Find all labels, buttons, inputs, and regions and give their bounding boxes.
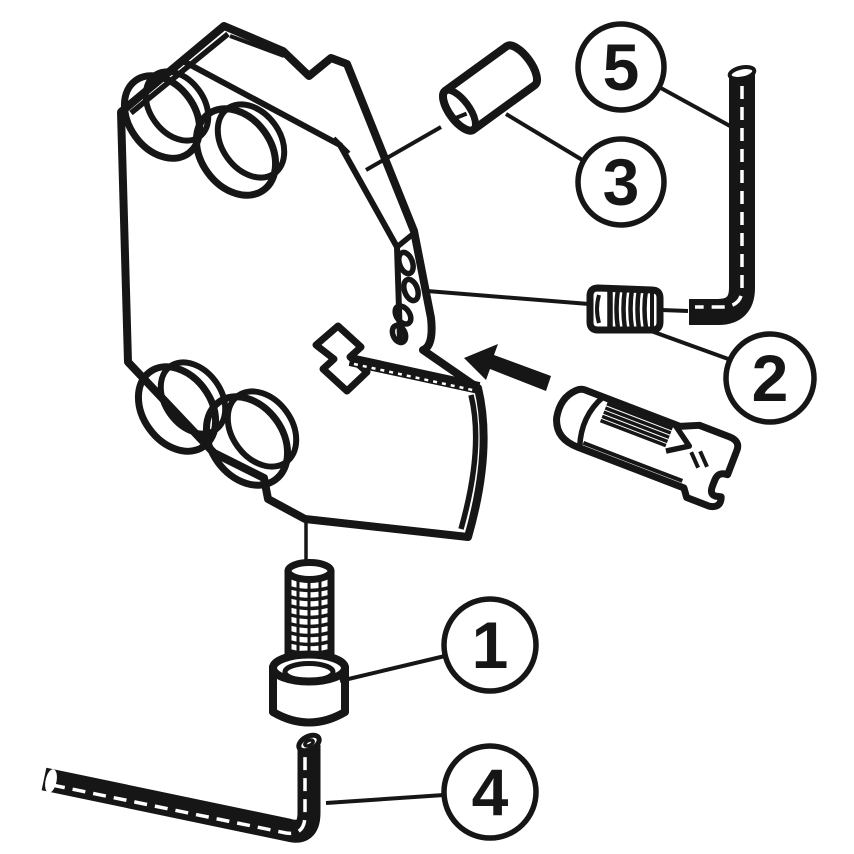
callout-1-number: 1 xyxy=(472,608,509,682)
callout-3-number: 3 xyxy=(603,145,640,219)
callout-4-circle xyxy=(441,743,539,841)
insert-bottom-line xyxy=(582,441,684,483)
blade-tip-notch xyxy=(332,136,351,155)
cutting-insert xyxy=(553,385,742,511)
blade-screw-slots xyxy=(389,249,421,346)
callout-2: 2 xyxy=(723,331,817,425)
clamp-screw-threads xyxy=(290,580,329,658)
callout-5-number: 5 xyxy=(603,30,640,104)
insert-chevron xyxy=(665,424,693,454)
body-holes-bottom xyxy=(134,359,300,489)
set-screw-assembly-line-right xyxy=(660,308,689,313)
hex-key-upper-end-face xyxy=(727,65,757,81)
plate-right-edge-inner xyxy=(458,394,479,530)
set-screw-assembly-line-left xyxy=(426,289,590,306)
set-screw-threads xyxy=(614,288,654,330)
callout-2-circle xyxy=(723,331,817,425)
clamp-screw-head-top xyxy=(269,650,349,686)
hex-key-lower-shaft xyxy=(41,745,321,843)
insertion-arrow xyxy=(464,344,551,391)
insert-left-lobe-line xyxy=(576,394,606,448)
callout-4-number: 4 xyxy=(472,755,509,829)
callout-5-circle xyxy=(575,21,667,113)
hex-key-lower-end-face-left xyxy=(45,769,57,793)
callout-4: 4 xyxy=(441,743,539,841)
hex-key-upper xyxy=(689,65,757,325)
hex-key-upper-shaft xyxy=(689,73,755,325)
leader-3 xyxy=(504,112,586,163)
hex-key-lower xyxy=(41,732,322,843)
body-holes-top xyxy=(120,68,288,199)
callout-1: 1 xyxy=(441,596,539,694)
set-screw-cap-arc xyxy=(595,294,601,324)
blade-top-face-line xyxy=(395,231,415,250)
leader-1 xyxy=(339,654,446,683)
pin-end-tick xyxy=(454,111,468,121)
hex-key-upper-highlight xyxy=(695,86,744,309)
set-screw xyxy=(426,284,689,334)
leader-lines xyxy=(325,85,732,805)
body-outline xyxy=(117,22,488,541)
leader-4 xyxy=(325,793,445,805)
hex-key-lower-end-inner xyxy=(303,738,315,748)
leader-2 xyxy=(650,329,732,362)
insert-outline xyxy=(553,385,742,511)
clamp-finger xyxy=(312,322,371,395)
plate-top-band xyxy=(348,354,481,394)
callout-3: 3 xyxy=(575,136,667,228)
callout-3-circle xyxy=(575,136,667,228)
plate-top-band-highlight xyxy=(353,362,478,393)
pin-end-face xyxy=(439,86,480,135)
clamp-screw-shank-top xyxy=(284,559,335,583)
insert-tick-2 xyxy=(698,450,709,468)
callout-2-number: 2 xyxy=(752,341,789,415)
hex-key-lower-highlight xyxy=(51,752,307,836)
callout-1-circle xyxy=(441,596,539,694)
clamp-screw-socket xyxy=(282,661,336,683)
locating-pin xyxy=(439,41,541,135)
insert-tick-1 xyxy=(689,451,700,469)
leader-5 xyxy=(658,85,731,128)
body-top-band-line xyxy=(229,34,285,58)
pin-assembly-line xyxy=(365,125,442,172)
blade-front-edge xyxy=(183,59,403,341)
callout-5: 5 xyxy=(575,21,667,113)
hex-key-lower-end-face-top xyxy=(296,732,322,754)
clamp-screw xyxy=(269,519,349,727)
tool-holder-body xyxy=(117,22,488,541)
insert-chipbreaker-grooves xyxy=(599,402,673,448)
